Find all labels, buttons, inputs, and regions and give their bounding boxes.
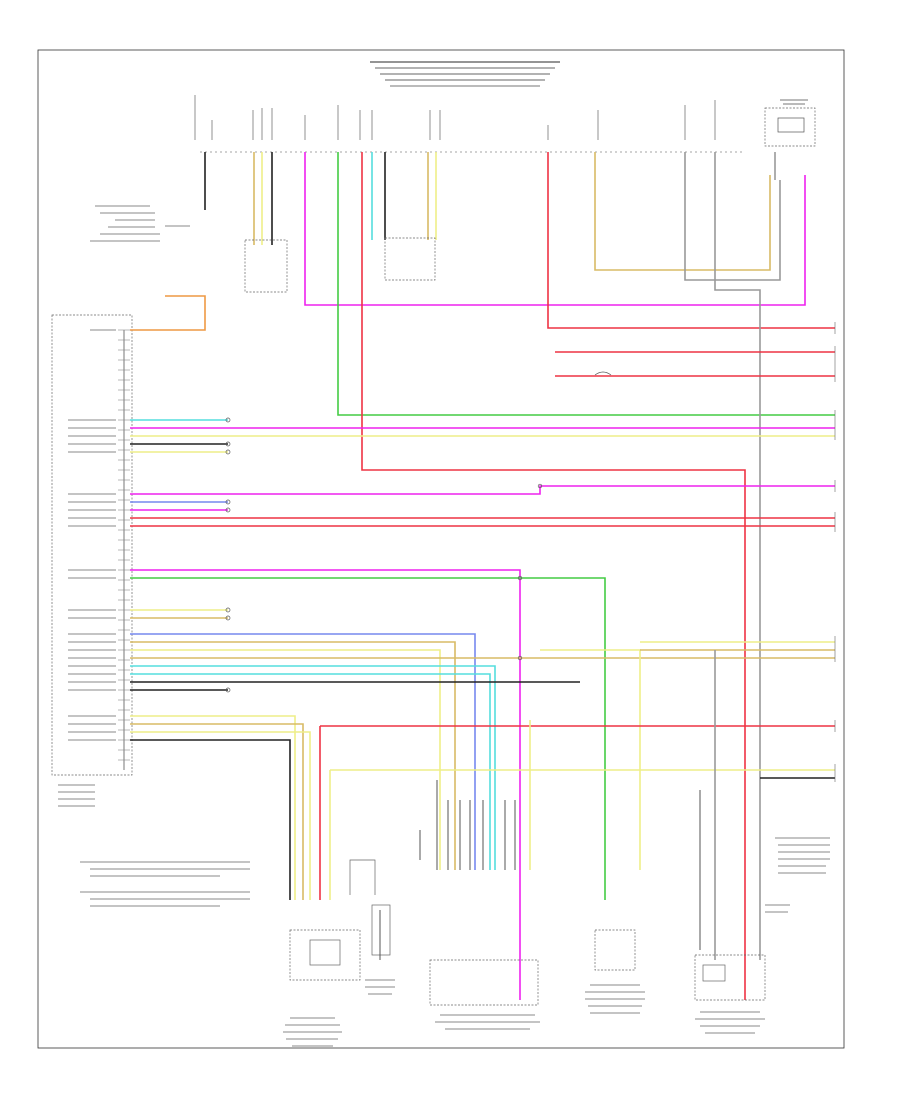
bottom-captions (283, 979, 765, 1047)
diagram-frame (37, 49, 845, 1049)
upper-left-note (90, 205, 190, 242)
top-wires (204, 152, 835, 1000)
ecm-connector (51, 314, 133, 776)
ecm-pins (118, 329, 130, 761)
ecm-pin-labels (58, 329, 116, 807)
top-header (370, 61, 560, 87)
fuse-block (764, 99, 816, 147)
top-splices (244, 237, 436, 293)
left-notes (80, 861, 250, 907)
ecm-harness-wires (130, 295, 835, 1000)
right-side-wires (319, 351, 835, 960)
bottom-components (289, 859, 766, 1006)
right-note (765, 837, 830, 913)
bottom-connector-stubs (379, 780, 701, 960)
top-connector-labels (194, 95, 716, 140)
inline-symbols (225, 371, 612, 693)
